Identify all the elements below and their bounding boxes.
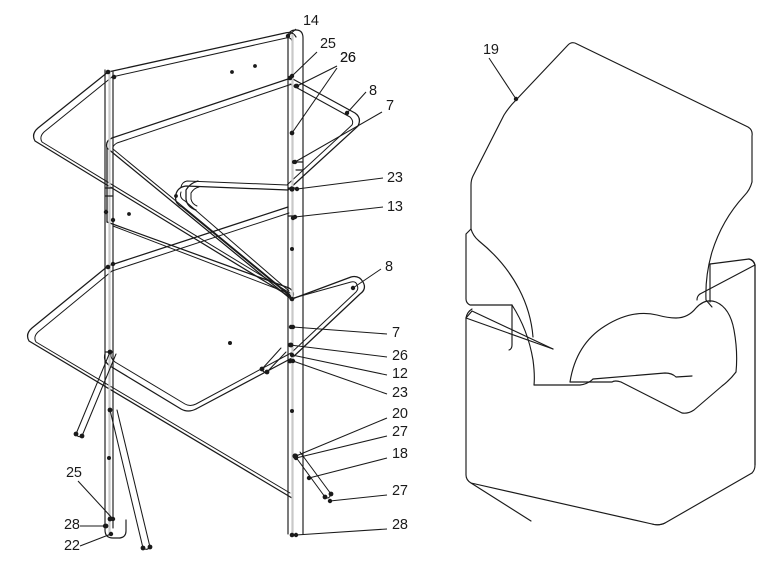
leader-line-23a xyxy=(296,177,384,190)
reference-numeral-7b: 7 xyxy=(392,325,400,341)
leader-arrow-26a xyxy=(294,83,300,89)
reference-numeral-25b: 25 xyxy=(66,465,82,481)
leader-line-19 xyxy=(488,57,517,100)
leader-arrow-19 xyxy=(513,96,519,102)
leader-arrow-12 xyxy=(289,352,295,358)
leader-arrow-27b xyxy=(327,498,333,504)
reference-numeral-8b: 8 xyxy=(385,259,393,275)
leader-arrow-28a xyxy=(102,523,108,529)
leader-line-22 xyxy=(79,533,112,547)
reference-numeral-26b: 26 xyxy=(340,50,356,66)
lower-front-rail xyxy=(106,221,366,359)
leader-lines xyxy=(77,28,519,547)
collapsible-frame-assembly xyxy=(26,29,366,551)
leader-arrow-18 xyxy=(306,475,312,481)
leader-line-23b xyxy=(292,360,388,395)
leader-line-12 xyxy=(291,354,388,376)
reference-numeral-27b: 27 xyxy=(392,483,408,499)
leader-line-26c xyxy=(289,344,388,358)
reference-numeral-22: 22 xyxy=(64,538,80,554)
upper-rear-rail xyxy=(32,31,297,299)
brace-left-lower xyxy=(109,409,151,550)
fabric-cover-part xyxy=(465,42,756,526)
leader-arrow-28b xyxy=(293,532,299,538)
leader-line-25b xyxy=(77,480,114,520)
reference-numeral-19: 19 xyxy=(483,42,499,58)
reference-numeral-26c: 26 xyxy=(392,348,408,364)
leader-line-18 xyxy=(308,457,388,479)
leader-line-25a xyxy=(291,51,318,77)
leader-arrow-26c xyxy=(287,342,293,348)
leader-arrow-14 xyxy=(285,33,291,39)
leader-arrow-23b xyxy=(290,358,296,364)
reference-numeral-23a: 23 xyxy=(387,170,403,186)
reference-numeral-18: 18 xyxy=(392,446,408,462)
leader-arrow-7b xyxy=(290,324,296,330)
leader-line-20 xyxy=(295,417,388,457)
leader-line-8b xyxy=(352,268,382,289)
leader-arrow-13 xyxy=(292,214,298,220)
reference-numeral-26a: 26 xyxy=(340,50,356,66)
reference-numeral-7a: 7 xyxy=(386,98,394,114)
leader-line-7b xyxy=(292,326,388,335)
reference-numeral-13: 13 xyxy=(387,199,403,215)
reference-numeral-27a: 27 xyxy=(392,424,408,440)
leader-arrow-23a xyxy=(294,186,300,192)
leg-right xyxy=(287,29,304,536)
leader-line-26a xyxy=(296,65,338,87)
leader-line-28b xyxy=(295,528,388,536)
leader-line-26b xyxy=(291,67,338,134)
leader-line-27a xyxy=(295,435,388,459)
brace-right-lower xyxy=(294,451,332,499)
reference-numeral-20: 20 xyxy=(392,406,408,422)
reference-numeral-8a: 8 xyxy=(369,83,377,99)
reference-numeral-23b: 23 xyxy=(392,385,408,401)
leader-arrow-25a xyxy=(289,73,295,79)
inner-fold-diamond xyxy=(185,180,200,211)
reference-numeral-28b: 28 xyxy=(392,517,408,533)
leader-arrow-27a xyxy=(293,455,299,461)
leader-line-13 xyxy=(294,206,384,218)
reference-numeral-25a: 25 xyxy=(320,36,336,52)
leader-arrow-26b xyxy=(289,130,295,136)
leader-arrow-8b xyxy=(350,285,356,291)
upper-front-rail xyxy=(105,77,361,301)
leader-line-27b xyxy=(329,494,388,502)
leader-line-7a xyxy=(294,111,383,163)
leader-line-8a xyxy=(346,91,367,114)
reference-numeral-12: 12 xyxy=(392,366,408,382)
reference-numeral-28a: 28 xyxy=(64,517,80,533)
lower-rear-rail xyxy=(26,206,293,499)
leader-arrow-22 xyxy=(108,531,114,537)
reference-numeral-14: 14 xyxy=(303,13,319,29)
leader-arrow-8a xyxy=(344,110,350,116)
leader-arrow-25b xyxy=(110,516,116,522)
clip-detail-12 xyxy=(261,347,287,373)
leader-arrow-7a xyxy=(292,159,298,165)
